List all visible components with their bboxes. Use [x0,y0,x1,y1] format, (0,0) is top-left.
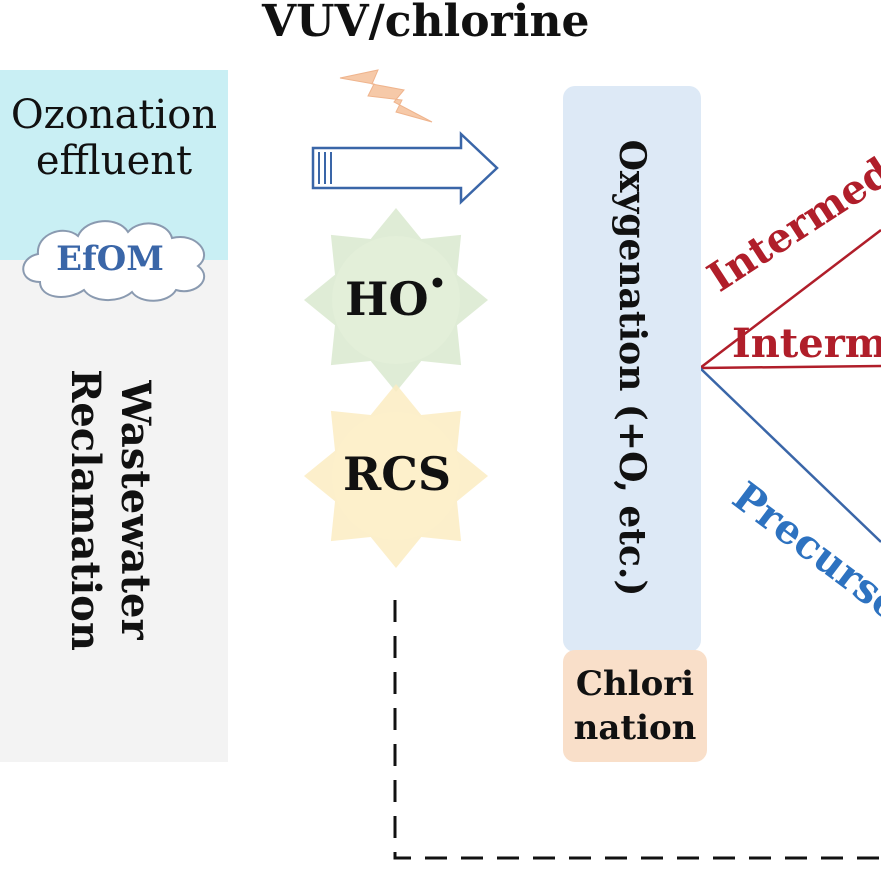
intermediate-label-middle: Interme [732,320,881,367]
chlorination-label-line1: Chlori [575,664,695,704]
intermediate-line-middle [699,364,881,370]
lightning-icon [339,69,433,123]
ozonation-effluent-label: Ozonation effluent [0,92,228,184]
rcs-label: RCS [343,447,452,501]
precursor-line [699,367,881,543]
efom-cloud-icon [22,220,205,302]
hydroxyl-radical-star-icon [304,208,488,392]
hydroxyl-radical-label: HO• [345,267,446,326]
feedback-dashed-line [393,600,881,860]
ho-text: HO [345,272,429,326]
oxygenation-label: Oxygenation (+O, etc.) [611,139,653,597]
chlorination-box: Chlori nation [563,650,707,762]
ozonation-label-line2: effluent [35,138,193,184]
diagram-title: VUV/chlorine [262,0,590,47]
efom-label: EfOM [56,239,164,279]
ho-radical-dot: • [428,266,447,300]
reactive-chlorine-star-icon [304,384,488,568]
process-arrow-icon [311,131,499,205]
intermediate-line-upper [699,229,881,369]
oxygenation-bar [563,86,701,652]
chlorination-label-line2: nation [573,708,697,748]
ozonation-label-line1: Ozonation [10,92,218,138]
